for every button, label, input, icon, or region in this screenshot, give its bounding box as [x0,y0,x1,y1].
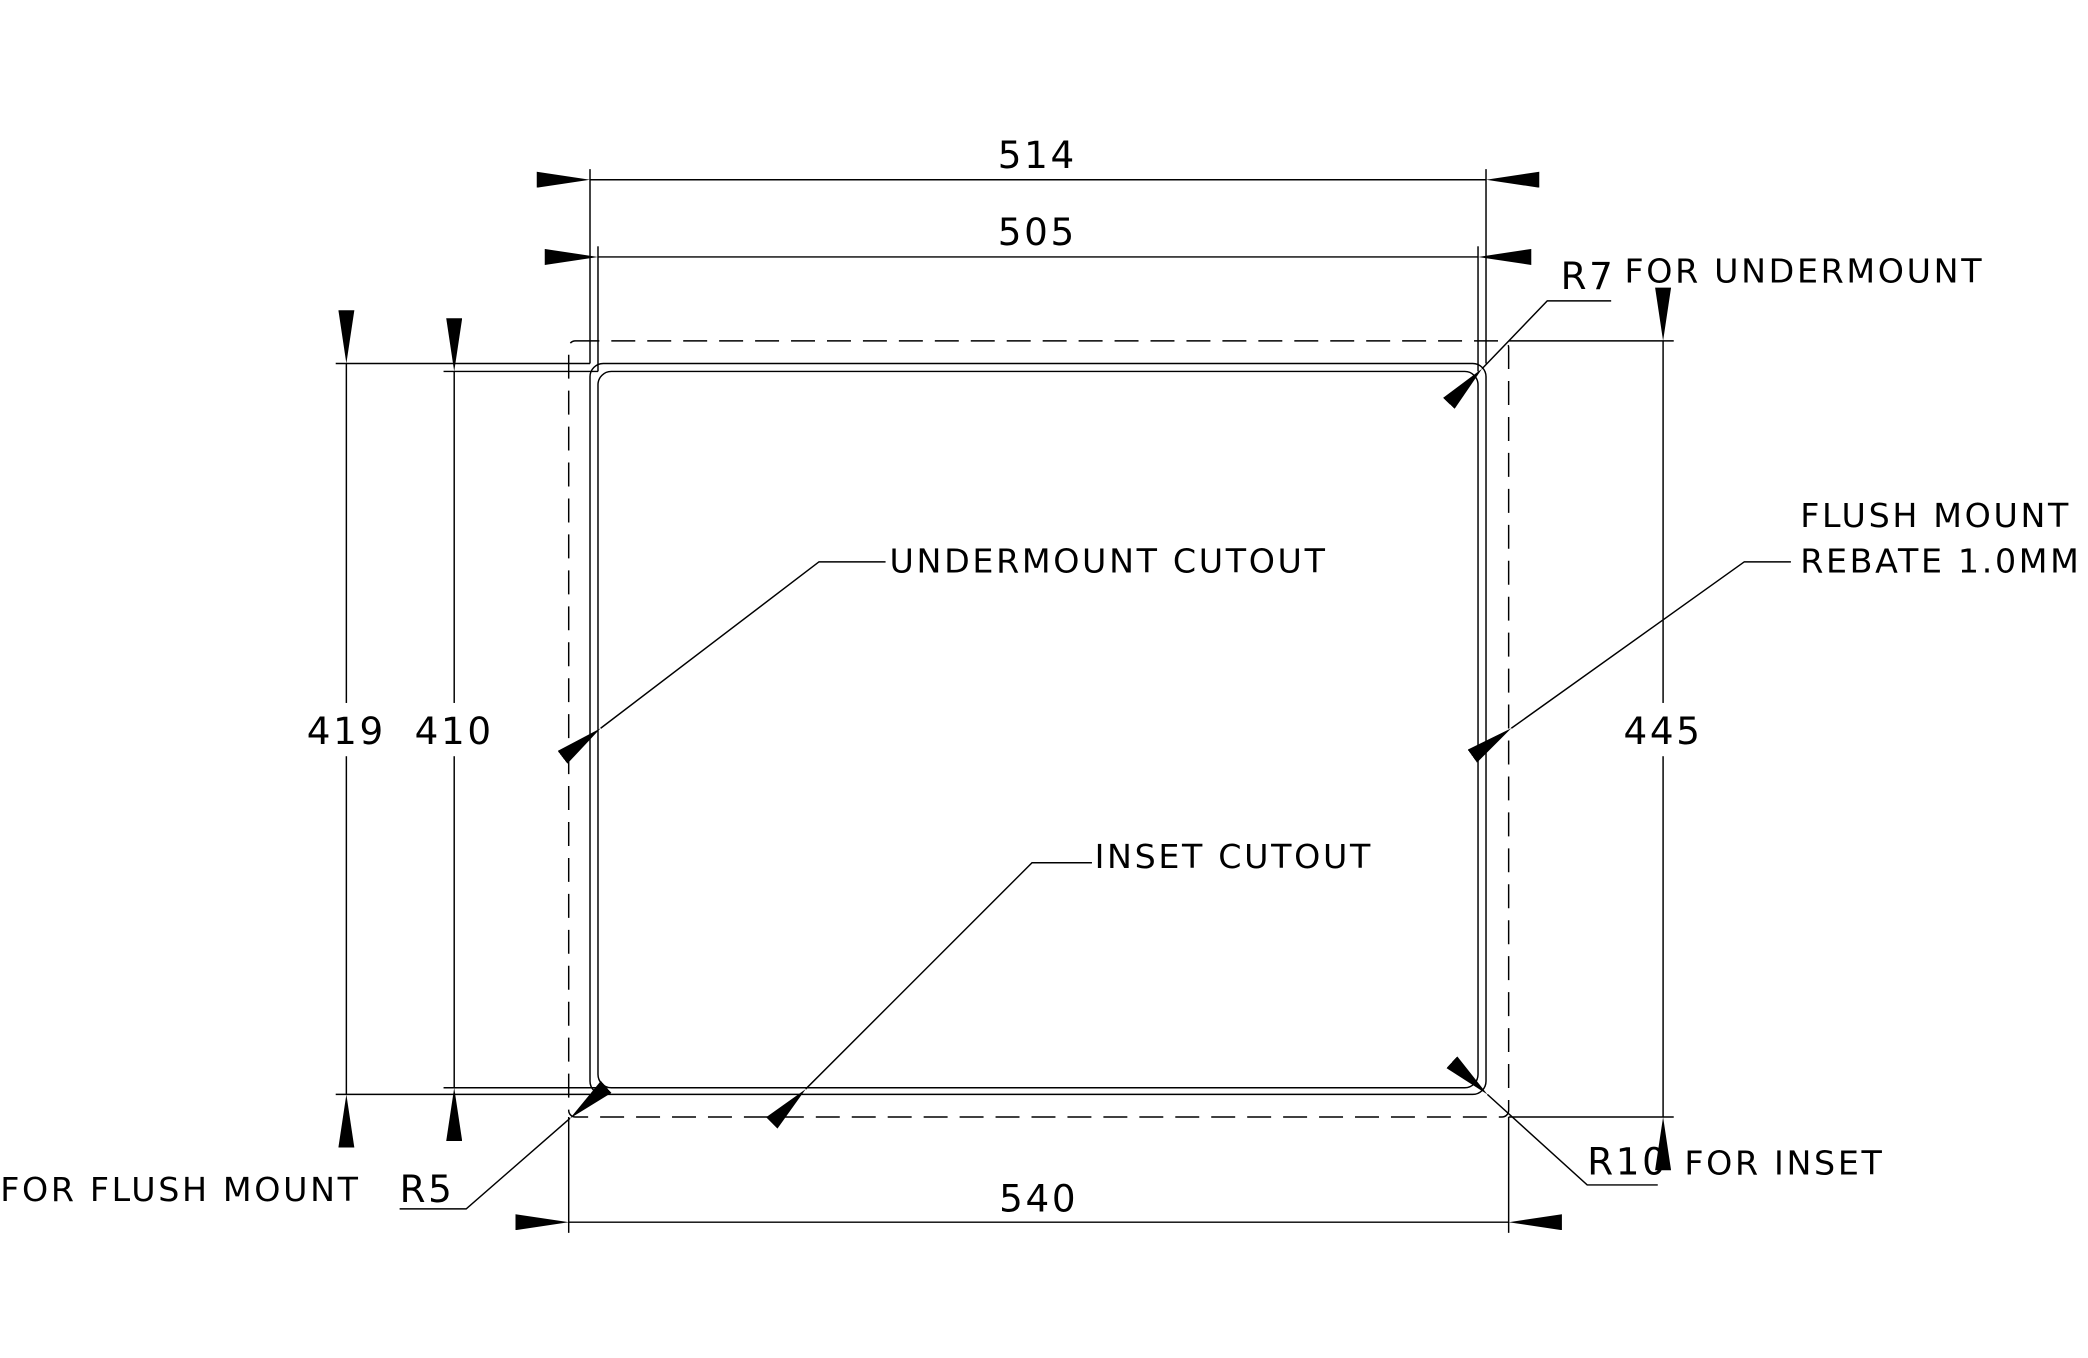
r10-label: FOR INSET [1684,1143,1884,1182]
leader-undermount [557,561,886,764]
flush-mount-line1: FLUSH MOUNT [1800,496,2071,535]
leader-inset [766,861,1092,1129]
flush-mount-line2: REBATE 1.0MM [1800,541,2081,580]
undermount-cutout-label: UNDERMOUNT CUTOUT [890,541,1328,580]
dim-419: 419 [307,709,386,753]
extension-lines [335,169,1674,1233]
r7-label: FOR UNDERMOUNT [1624,251,1984,290]
dim-505: 505 [998,210,1077,254]
dim-540: 540 [999,1177,1078,1221]
undermount-cutout-outline [597,370,1479,1089]
leader-r7 [1443,300,1612,409]
dim-410: 410 [415,709,494,753]
leader-flush-mount [1467,561,1791,763]
flush-mount-outline [567,340,1510,1118]
r10-radius: R10 [1587,1139,1668,1183]
r5-label: FOR FLUSH MOUNT [0,1170,360,1209]
inset-cutout-label: INSET CUTOUT [1095,837,1373,876]
r7-radius: R7 [1561,254,1616,298]
leader-r5 [399,1080,612,1210]
dim-445: 445 [1624,709,1703,753]
inset-cutout-outline [589,362,1487,1096]
r5-radius: R5 [400,1167,455,1211]
leader-r10 [1446,1056,1658,1186]
dim-514: 514 [998,133,1077,177]
